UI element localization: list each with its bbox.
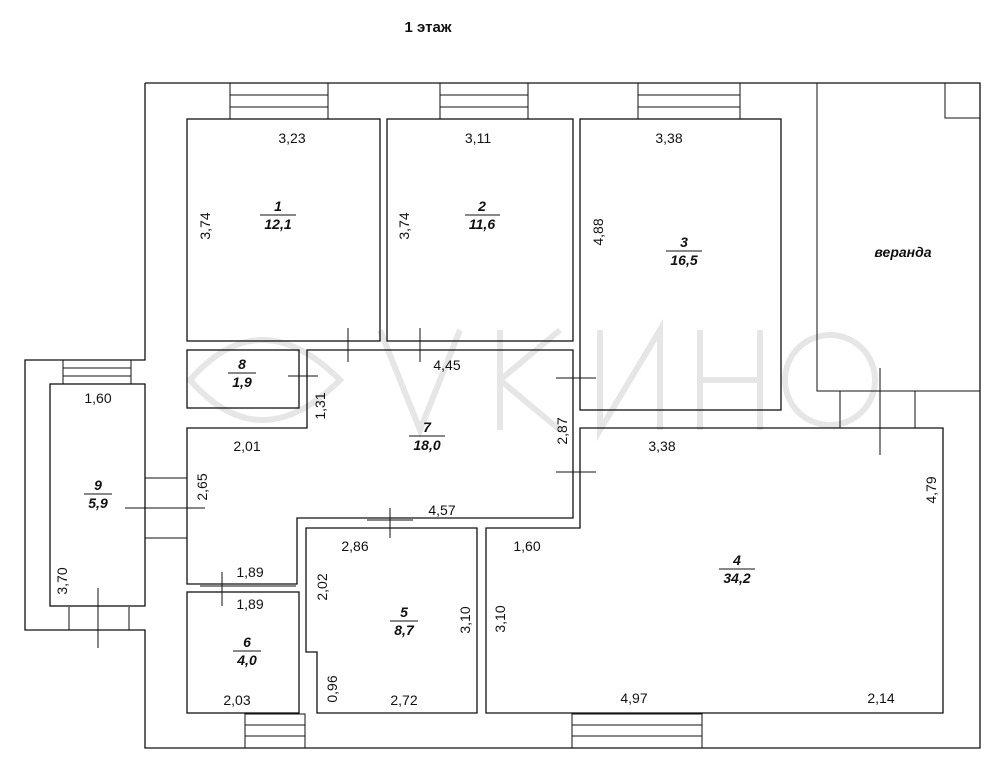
- windows: [62, 82, 741, 749]
- svg-text:1: 1: [274, 198, 282, 214]
- room-4: [485, 427, 944, 714]
- svg-text:5: 5: [400, 604, 408, 620]
- svg-text:2,87: 2,87: [554, 417, 570, 444]
- svg-text:1,89: 1,89: [236, 596, 263, 612]
- svg-text:1,60: 1,60: [513, 538, 540, 554]
- room-7-hall: [186, 349, 574, 585]
- room-label-9: 9 5,9: [84, 477, 112, 511]
- svg-text:2,03: 2,03: [223, 692, 250, 708]
- room-label-2: 2 11,6: [465, 198, 500, 232]
- svg-text:3,23: 3,23: [278, 130, 305, 146]
- svg-text:4,79: 4,79: [923, 476, 939, 503]
- svg-text:12,1: 12,1: [264, 216, 291, 232]
- svg-text:16,5: 16,5: [670, 252, 697, 268]
- room-label-5: 5 8,7: [390, 604, 418, 638]
- veranda-corner: [944, 82, 981, 119]
- svg-text:8,7: 8,7: [394, 622, 415, 638]
- svg-text:4,97: 4,97: [620, 690, 647, 706]
- room-label-6: 6 4,0: [233, 634, 261, 668]
- svg-text:4,0: 4,0: [236, 652, 257, 668]
- floor-title: 1 этаж: [405, 19, 452, 36]
- room-3: [579, 118, 782, 411]
- svg-text:3,10: 3,10: [492, 605, 508, 632]
- svg-text:5,9: 5,9: [88, 495, 108, 511]
- svg-text:4,88: 4,88: [590, 218, 606, 245]
- room-6: [186, 591, 300, 714]
- room-label-3: 3 16,5: [666, 234, 702, 268]
- svg-text:3,10: 3,10: [457, 606, 473, 633]
- svg-text:3,74: 3,74: [197, 212, 213, 239]
- veranda-outline: [816, 82, 981, 392]
- svg-text:3,38: 3,38: [655, 130, 682, 146]
- watermark-logo: [186, 319, 878, 441]
- svg-text:4: 4: [732, 552, 741, 568]
- svg-text:9: 9: [94, 477, 102, 493]
- svg-text:3,70: 3,70: [54, 567, 70, 594]
- svg-text:7: 7: [423, 419, 432, 435]
- svg-text:1,60: 1,60: [84, 390, 111, 406]
- svg-text:3,74: 3,74: [396, 212, 412, 239]
- room-label-4: 4 34,2: [719, 552, 755, 586]
- svg-text:18,0: 18,0: [413, 437, 440, 453]
- svg-text:4,57: 4,57: [428, 502, 455, 518]
- dimension-labels: 3,23 3,74 3,11 3,74 3,38 4,88 4,45 1,31 …: [54, 130, 939, 708]
- svg-text:1,31: 1,31: [312, 392, 328, 419]
- svg-text:34,2: 34,2: [723, 570, 750, 586]
- svg-text:2: 2: [477, 198, 486, 214]
- svg-text:1,9: 1,9: [232, 374, 252, 390]
- room-5: [305, 527, 478, 714]
- svg-text:8: 8: [238, 356, 246, 372]
- veranda-label: веранда: [874, 244, 931, 260]
- svg-text:3,38: 3,38: [648, 438, 675, 454]
- svg-text:2,02: 2,02: [314, 573, 330, 600]
- room-label-7: 7 18,0: [409, 419, 445, 453]
- room-label-8: 8 1,9: [228, 356, 256, 390]
- svg-text:0,96: 0,96: [324, 675, 340, 702]
- room-label-1: 1 12,1: [260, 198, 296, 232]
- room-1: [186, 118, 381, 342]
- svg-text:2,14: 2,14: [867, 690, 894, 706]
- svg-text:3: 3: [680, 234, 688, 250]
- svg-text:6: 6: [243, 634, 251, 650]
- svg-text:2,72: 2,72: [390, 692, 417, 708]
- svg-text:4,45: 4,45: [433, 357, 460, 373]
- svg-text:11,6: 11,6: [469, 216, 495, 232]
- svg-text:1,89: 1,89: [236, 564, 263, 580]
- door-marks: [97, 328, 881, 648]
- room-2: [386, 118, 574, 342]
- svg-text:3,11: 3,11: [465, 130, 491, 146]
- room-8: [186, 349, 300, 409]
- svg-text:2,65: 2,65: [194, 473, 210, 500]
- svg-text:2,86: 2,86: [341, 538, 368, 554]
- svg-text:2,01: 2,01: [233, 438, 260, 454]
